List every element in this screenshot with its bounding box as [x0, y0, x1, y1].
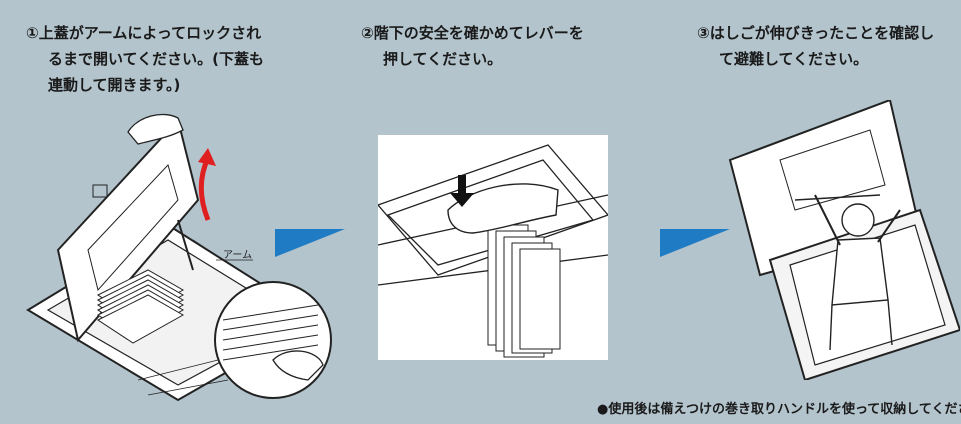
step-3-line-2: て避難してください。 — [719, 50, 869, 68]
step-1-illustration: アーム — [26, 113, 332, 402]
step-3-line-1: ③はしごが伸びきったことを確認し — [697, 24, 935, 42]
step-1-line-2: るまで開いてください。(下蓋も — [48, 50, 264, 68]
next-step-arrow-icon — [275, 229, 345, 257]
step-3-illustration — [728, 100, 960, 380]
step-1-line-1: ①上蓋がアームによってロックされ — [26, 24, 262, 42]
step-2-line-2: 押してください。 — [383, 50, 503, 68]
next-step-arrow-icon — [660, 229, 730, 257]
step-1-line-3: 連動して開きます。) — [48, 76, 181, 94]
step-2-instruction: ②階下の安全を確かめてレバーを 押してください。 — [361, 20, 584, 72]
step-3-instruction: ③はしごが伸びきったことを確認し て避難してください。 — [697, 20, 934, 72]
step-2-line-1: ②階下の安全を確かめてレバーを — [361, 24, 584, 42]
step-2-illustration — [378, 135, 608, 360]
step-1-instruction: ①上蓋がアームによってロックされ るまで開いてください。(下蓋も 連動して開きま… — [26, 20, 264, 98]
arm-callout-label: アーム — [223, 249, 252, 261]
push-down-arrow-icon — [450, 175, 474, 207]
storage-footnote: ●使用後は備えつけの巻き取りハンドルを使って収納してください。 — [597, 402, 961, 417]
